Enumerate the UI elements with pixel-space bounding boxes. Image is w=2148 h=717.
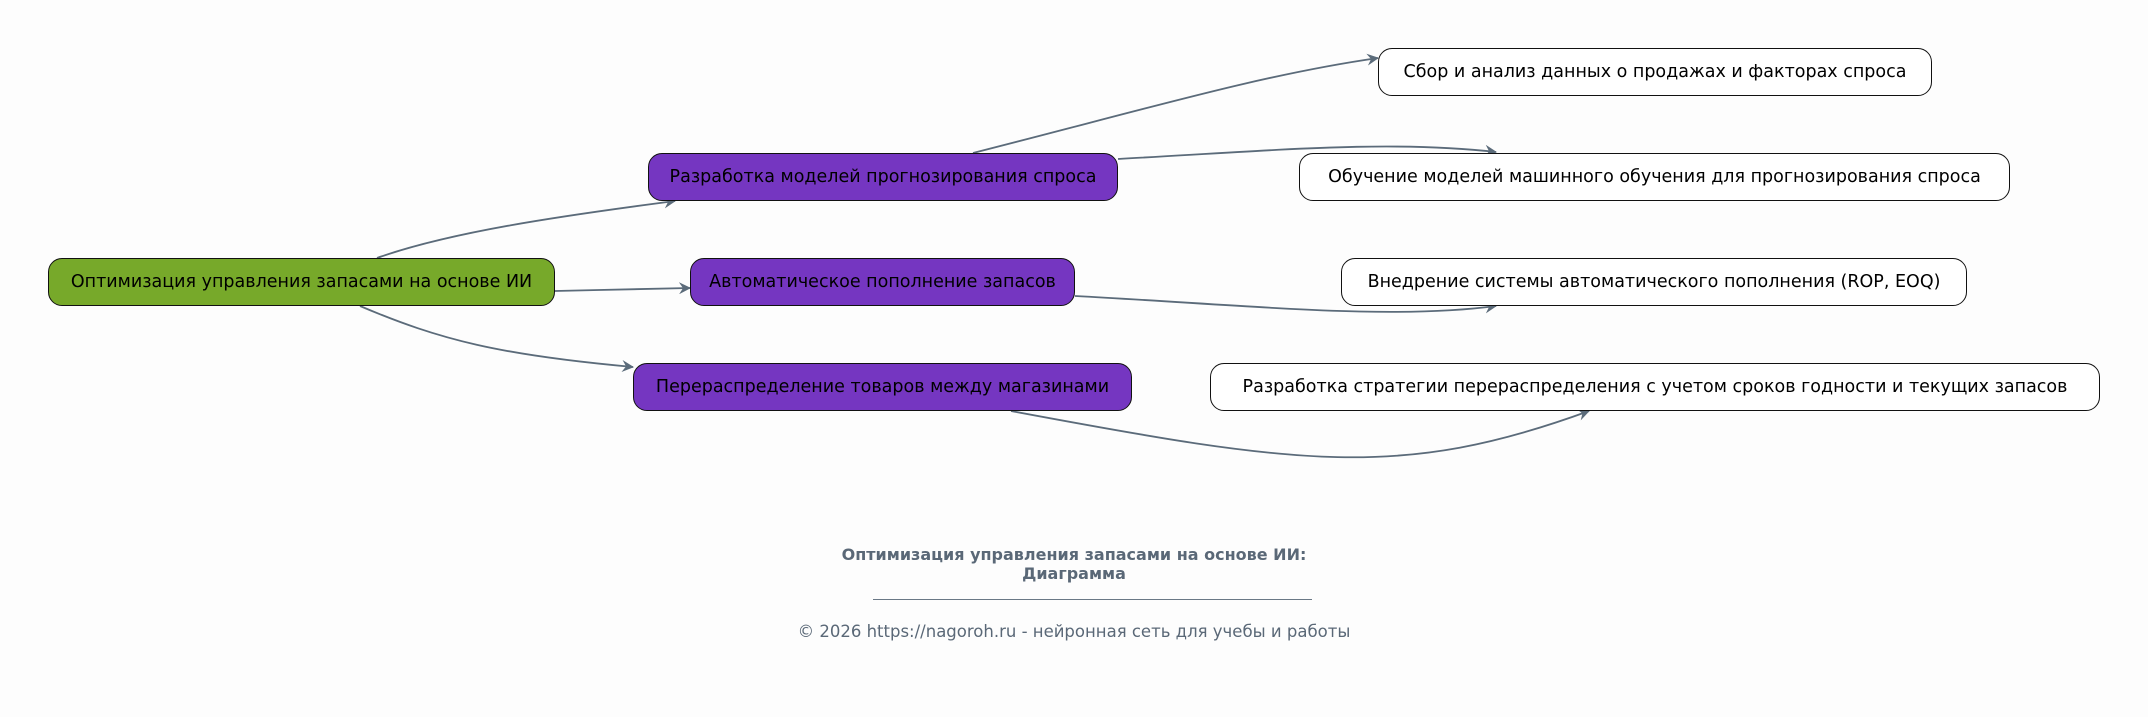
leaf-node-label: Внедрение системы автоматического пополн… <box>1367 272 1941 292</box>
edge-root-to-branch-2 <box>554 282 691 295</box>
leaf-node-redistribution-strategy[interactable]: Разработка стратегии перераспределения с… <box>1210 363 2100 411</box>
leaf-node-label: Обучение моделей машинного обучения для … <box>1328 167 1981 187</box>
caption-divider <box>873 599 1312 600</box>
branch-node-label: Разработка моделей прогнозирования спрос… <box>669 167 1097 187</box>
edge-root-to-branch-3 <box>359 305 634 372</box>
leaf-node-label: Разработка стратегии перераспределения с… <box>1242 377 2068 397</box>
caption-title-line-2: Диаграмма <box>1022 564 1126 583</box>
root-node[interactable]: Оптимизация управления запасами на основ… <box>48 258 555 306</box>
leaf-node-rop-eoq[interactable]: Внедрение системы автоматического пополн… <box>1341 258 1967 306</box>
leaf-node-ml-training[interactable]: Обучение моделей машинного обучения для … <box>1299 153 2010 201</box>
edge-root-to-branch-1 <box>376 196 676 259</box>
edge-branch-2-to-leaf-3 <box>1074 295 1497 314</box>
footer-copyright: © 2026 https://nagoroh.ru - нейронная се… <box>797 622 1351 641</box>
edge-branch-3-to-leaf-4 <box>1010 409 1590 459</box>
branch-node-redistribution[interactable]: Перераспределение товаров между магазина… <box>633 363 1132 411</box>
branch-node-label: Автоматическое пополнение запасов <box>709 272 1056 292</box>
caption-title-line-1: Оптимизация управления запасами на основ… <box>841 545 1307 564</box>
branch-node-label: Перераспределение товаров между магазина… <box>655 377 1110 397</box>
root-node-label: Оптимизация управления запасами на основ… <box>70 272 533 292</box>
diagram-caption-title: Оптимизация управления запасами на основ… <box>0 545 2148 583</box>
leaf-node-data-collection[interactable]: Сбор и анализ данных о продажах и фактор… <box>1378 48 1932 96</box>
branch-node-demand-forecasting[interactable]: Разработка моделей прогнозирования спрос… <box>648 153 1118 201</box>
leaf-node-label: Сбор и анализ данных о продажах и фактор… <box>1403 62 1907 82</box>
edge-branch-1-to-leaf-1 <box>972 53 1379 154</box>
branch-node-auto-replenishment[interactable]: Автоматическое пополнение запасов <box>690 258 1075 306</box>
edge-branch-1-to-leaf-2 <box>1117 144 1497 160</box>
